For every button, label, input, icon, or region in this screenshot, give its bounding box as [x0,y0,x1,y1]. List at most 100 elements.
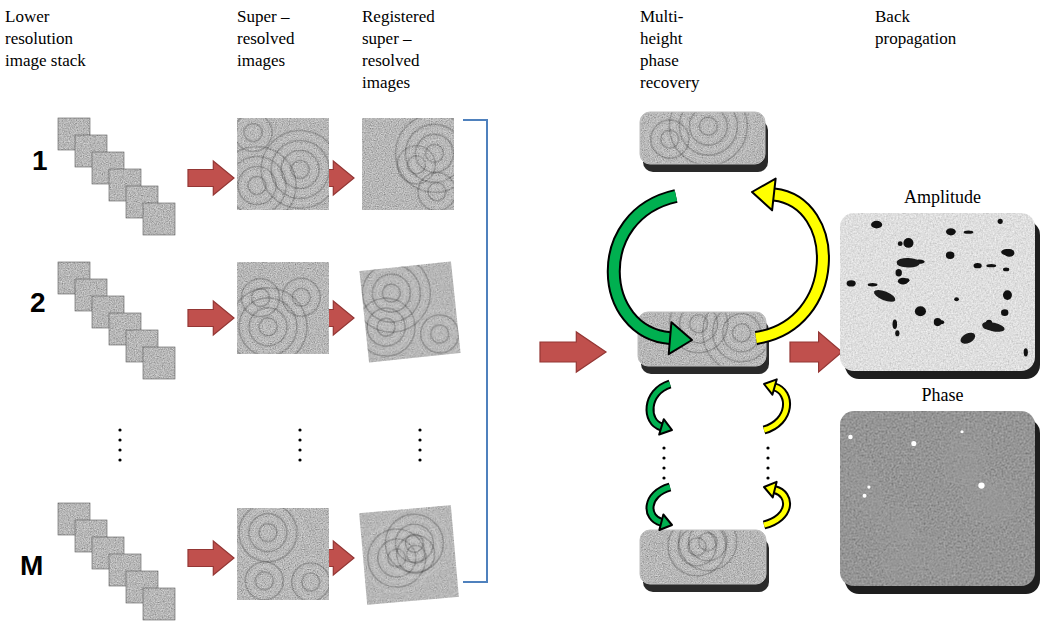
label-box: Back propagation [875,6,975,50]
fringe-ring [237,508,302,567]
fringe-ring [689,112,727,145]
fringe-ring [292,288,310,306]
fringe-ring [241,279,279,317]
fringe-ring [678,530,716,566]
curved-arrow [764,490,787,525]
fringe-ring [388,517,440,569]
slab-rim [640,112,765,164]
cell-spot [1001,309,1008,316]
fringe-ring [287,558,329,600]
column-heading: Multi-height phase recovery [640,6,712,94]
fringe-ring [254,519,282,547]
fringe-ring [410,539,419,548]
fringe-ring [690,315,708,333]
registered-image-group [362,114,473,210]
cell-spot [934,318,942,326]
image-heading: Phase [840,384,1045,406]
frame-border [143,588,175,620]
cell-cluster [981,320,1005,333]
fringe-ring [239,119,267,147]
bright-spot [978,482,984,488]
fringe-ring [693,543,701,551]
arrow-head [764,379,777,394]
arrow-outline [614,196,676,338]
arrow-head [764,482,777,498]
fringe-ring [430,149,438,157]
cell-spot [946,252,955,259]
cell-spot [871,221,882,229]
cell-spot [903,238,913,248]
image-face [840,411,1035,586]
fringe-ring [260,577,268,585]
cell-spot [986,264,996,267]
phase-image [840,411,1045,596]
slab-face-detail [670,312,766,366]
fringe-ring [239,508,297,562]
fringe-ring [246,284,274,312]
ellipsis-dot [766,476,769,479]
result-image: Phase [840,384,1045,596]
fringe-ring [728,319,756,347]
fringe-ring [250,567,278,595]
ellipsis-dot [118,438,121,441]
fringe-ring [733,324,751,342]
fringe-ring [669,112,747,164]
cell-outline [902,534,938,566]
fringe-ring [723,314,761,352]
label-box: Registered super – resolved images [362,6,454,94]
super-resolved-image [237,262,329,354]
fringe-ring [237,118,272,152]
registered-image [359,505,459,605]
image-face-detail [845,421,1021,586]
bracket [463,120,487,582]
low-res-frame [143,203,175,235]
slab-face-detail [646,112,753,164]
fringe-ring [237,162,281,210]
fringe-ring [264,529,272,537]
fringe-ring [664,112,752,164]
column-heading: Registered super – resolved images [362,6,454,94]
fringe-ring [418,173,454,210]
ellipsis-dot [766,446,769,449]
curved-arrow [650,384,670,427]
cell-spot [896,269,902,276]
fringe-ring [249,308,287,346]
fringe-ring [282,278,320,316]
fringe-ring [698,312,766,366]
fringe-ring [378,506,452,580]
cell-outline [895,512,919,534]
fringe-ring [694,112,722,140]
fringe-ring [430,324,450,344]
cell-outline [845,457,874,490]
slab-face-detail [668,530,737,576]
fringe-ring [302,573,320,591]
cell-cluster [896,258,920,268]
fringe-ring [292,563,329,600]
registered-image-group [359,505,459,605]
cell-spot [868,283,878,286]
fringe-ring [387,289,396,298]
fringe-ring [365,267,418,320]
image-face [840,213,1035,371]
ellipsis-dot [298,448,301,451]
row-number: M [20,550,70,582]
fringe-ring [376,278,407,309]
fringe-ring [248,177,266,195]
fringe-ring [244,509,292,557]
block-arrow [188,161,234,195]
fringe-ring [685,312,713,338]
arrow-head [669,322,692,354]
ellipsis-dot [418,428,421,431]
arrow-outline [756,194,823,338]
block-arrow [790,332,842,372]
fringe-ring [297,568,325,596]
fringe-ring [359,261,423,325]
label-box: 1 [32,145,72,177]
cell-cluster [872,287,897,304]
fringe-ring [400,119,454,187]
arrow-outline [650,487,670,522]
fringe-ring [399,528,429,558]
ellipsis-dot [298,458,301,461]
bright-spot [960,430,963,433]
super-resolved-image-detail [237,278,320,354]
